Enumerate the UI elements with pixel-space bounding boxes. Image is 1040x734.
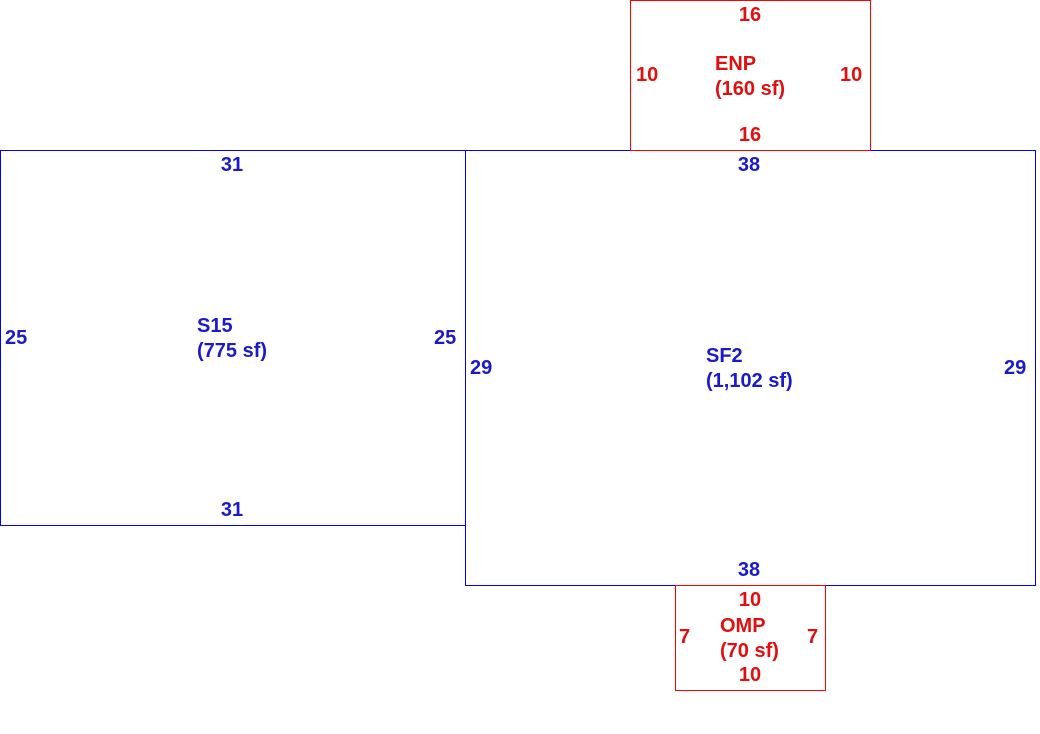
- s15-top-dimension: 31: [220, 154, 244, 176]
- enp-top-dimension: 16: [738, 4, 762, 26]
- omp-right-dimension: 7: [807, 626, 819, 648]
- omp-bottom-dimension: 10: [738, 664, 762, 686]
- sf2-area: (1,102 sf): [706, 370, 793, 392]
- s15-right-dimension: 25: [434, 327, 457, 349]
- sf2-right-dimension: 29: [1004, 357, 1027, 379]
- omp-left-dimension: 7: [679, 626, 691, 648]
- omp-code: OMP: [720, 615, 766, 637]
- area-omp[interactable]: [675, 585, 826, 691]
- sf2-bottom-dimension: 38: [737, 559, 761, 581]
- sf2-label: SF2 (1,102 sf): [706, 344, 793, 394]
- enp-code: ENP: [715, 53, 757, 75]
- s15-left-dimension: 25: [5, 327, 28, 349]
- enp-left-dimension: 10: [636, 64, 659, 86]
- s15-area: (775 sf): [197, 340, 268, 362]
- enp-label: ENP (160 sf): [715, 52, 785, 102]
- enp-right-dimension: 10: [840, 64, 863, 86]
- omp-area: (70 sf): [720, 640, 779, 662]
- enp-area: (160 sf): [715, 78, 786, 100]
- s15-code: S15: [197, 315, 233, 337]
- sf2-top-dimension: 38: [737, 154, 761, 176]
- s15-label: S15 (775 sf): [197, 314, 267, 364]
- sf2-left-dimension: 29: [470, 357, 493, 379]
- enp-bottom-dimension: 16: [738, 124, 762, 146]
- sf2-code: SF2: [706, 345, 743, 367]
- s15-bottom-dimension: 31: [220, 499, 244, 521]
- area-enp[interactable]: [630, 0, 871, 151]
- omp-top-dimension: 10: [738, 589, 762, 611]
- omp-label: OMP (70 sf): [720, 614, 779, 664]
